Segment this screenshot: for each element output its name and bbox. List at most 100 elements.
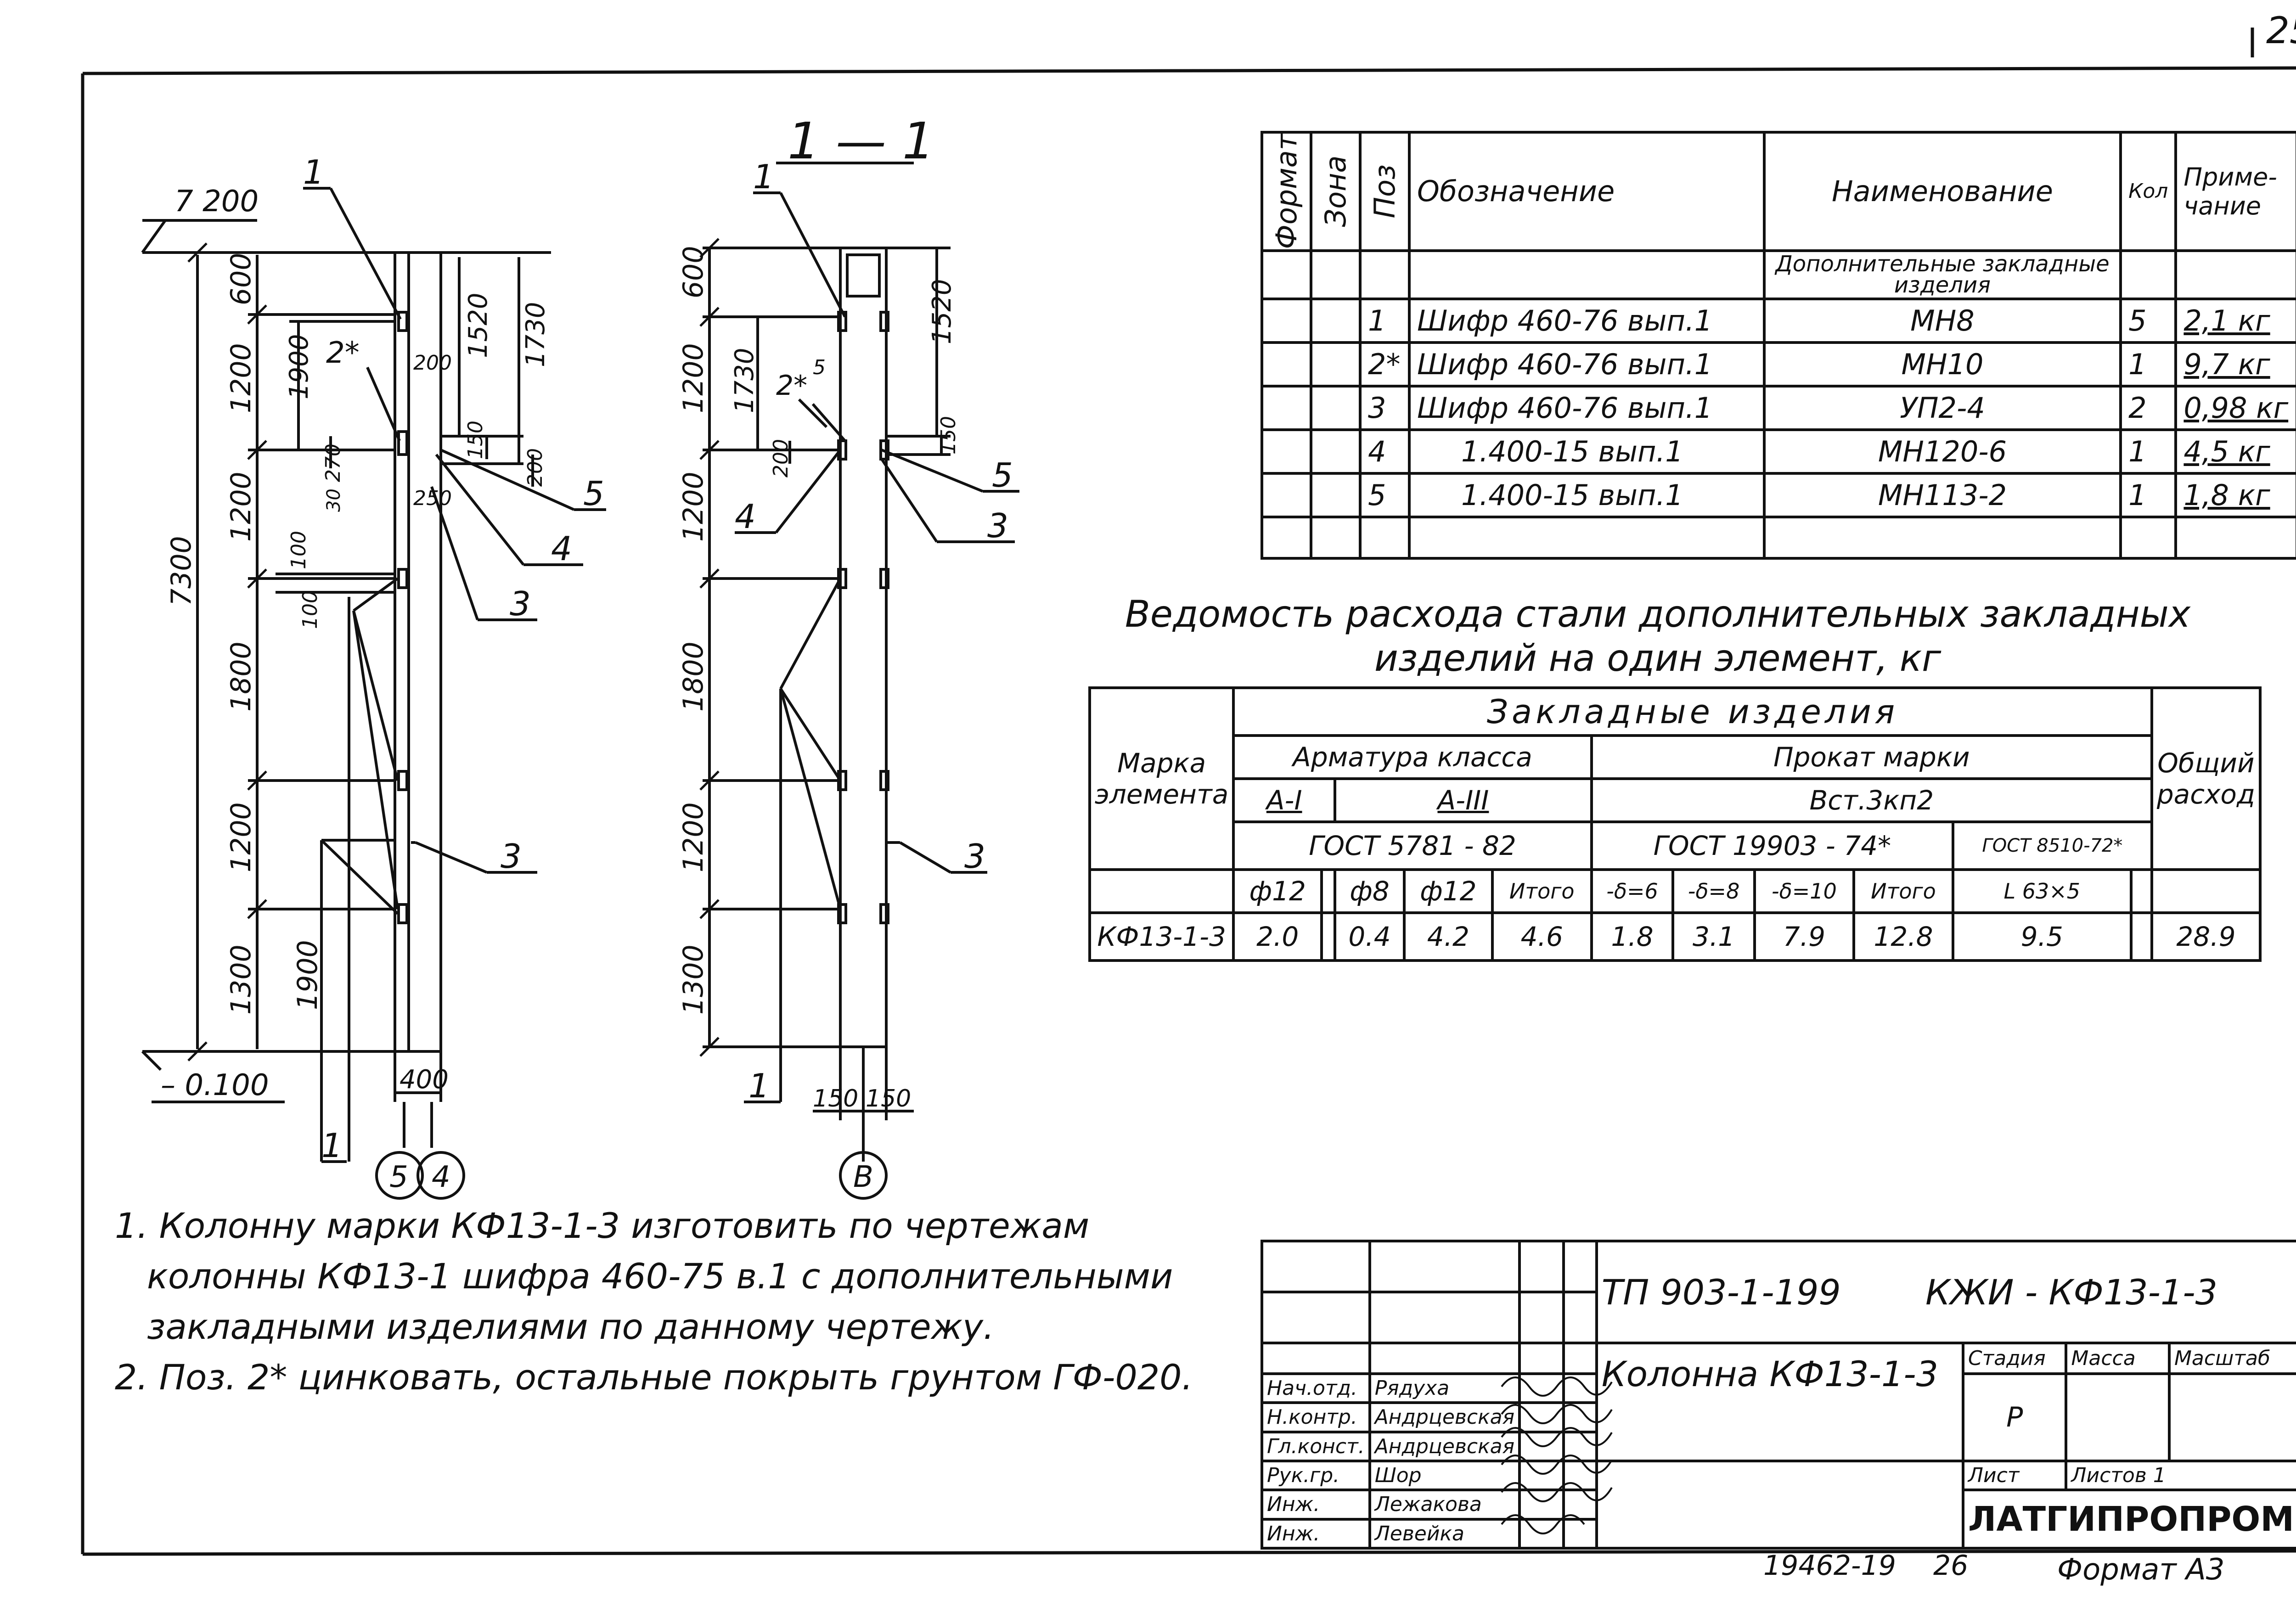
steel-row-mark: КФ13-1-3 xyxy=(1088,911,1235,962)
left-dim-200b: 200 xyxy=(523,448,547,487)
left-seg-1: 1200 xyxy=(225,343,257,413)
spec-table: Формат Зона Поз Обозначение Наименование… xyxy=(1261,131,2296,560)
stamp-stage: Р xyxy=(1961,1372,2068,1462)
steel-gost-rolled: ГОСТ 19903 - 74* xyxy=(1590,820,1954,871)
left-dim-270: 270 xyxy=(321,444,345,482)
stamp-role: Нач.отд. xyxy=(1261,1372,1371,1404)
stamp-person: Левейка xyxy=(1368,1517,1521,1550)
right-dim-5: 5 xyxy=(813,356,826,379)
right-seg-5: 1300 xyxy=(677,944,709,1015)
footer-inv: 19462-19 xyxy=(1763,1550,1896,1582)
left-dim-150: 150 xyxy=(464,421,487,459)
spec-header-zone: Зона xyxy=(1311,132,1360,251)
steel-col xyxy=(2129,868,2153,914)
steel-col: Итого xyxy=(1852,868,1954,914)
right-seg-1: 1200 xyxy=(677,343,709,413)
spec-header-format: Формат xyxy=(1262,132,1311,251)
callout-1-right: 1 xyxy=(753,157,774,196)
left-axis-4: 4 xyxy=(432,1160,450,1194)
notes: 1. Колонну марки КФ13-1-3 изготовить по … xyxy=(115,1201,1193,1403)
steel-row-value: 4.6 xyxy=(1491,911,1593,962)
steel-table: Марка элемента Закладные изделия Общий р… xyxy=(1088,686,2262,962)
spec-row-designation: 1.400-15 вып.1 xyxy=(1408,472,1766,518)
section-title: 1 — 1 xyxy=(788,112,934,170)
spec-row-pos: 4 xyxy=(1359,428,1411,475)
spec-header-designation: Обозначение xyxy=(1408,131,1766,252)
right-seg-0: 600 xyxy=(677,246,709,298)
left-seg-5: 1300 xyxy=(225,944,257,1015)
steel-row-value: 12.8 xyxy=(1852,911,1954,962)
callout-3-right: 3 xyxy=(987,506,1008,545)
stamp-person: Рядуха xyxy=(1368,1372,1521,1404)
stamp-project: ТП 903-1-199 xyxy=(1601,1271,1841,1313)
spec-row-pos: 1 xyxy=(1359,297,1411,344)
left-column-view xyxy=(141,187,606,1200)
left-seg-0: 600 xyxy=(225,253,257,305)
steel-row-value: 1.8 xyxy=(1590,911,1675,962)
right-dim-1520: 1520 xyxy=(927,279,957,344)
stamp-sheet-header: Лист xyxy=(1961,1459,2068,1492)
spec-row-pos: 5 xyxy=(1359,472,1411,518)
footer-num: 26 xyxy=(1933,1550,1968,1582)
spec-header-note: Приме- чание xyxy=(2174,131,2296,252)
left-seg-3: 1800 xyxy=(225,641,257,712)
spec-group-title: Дополнительные закладные изделия xyxy=(1762,249,2122,300)
stamp-role: Инж. xyxy=(1261,1489,1371,1521)
spec-row-designation: Шифр 460-76 вып.1 xyxy=(1408,297,1766,344)
steel-row-value xyxy=(1320,911,1337,962)
spec-header-pos: Поз xyxy=(1360,132,1409,251)
spec-row-pos: 2* xyxy=(1359,341,1411,388)
spec-row-pos: 3 xyxy=(1359,384,1411,431)
steel-mark-header: Марка элемента xyxy=(1088,686,1235,871)
steel-row-value: 3.1 xyxy=(1671,911,1756,962)
left-dim-100a: 100 xyxy=(287,531,310,569)
left-dim-100b: 100 xyxy=(298,590,322,629)
right-column-view xyxy=(699,162,1019,1200)
steel-gost-rebar: ГОСТ 5781 - 82 xyxy=(1232,820,1593,871)
left-dim-1730: 1730 xyxy=(521,302,551,367)
stamp-role: Гл.конст. xyxy=(1261,1430,1371,1462)
spec-header-qty: Кол xyxy=(2119,131,2178,252)
stamp-scale-header: Масштаб xyxy=(2167,1342,2296,1375)
spec-row-note: 2,1 кг xyxy=(2174,297,2296,344)
callout-5-right: 5 xyxy=(992,456,1013,494)
callout-4-left: 4 xyxy=(551,529,572,568)
callout-1-right-b: 1 xyxy=(748,1067,770,1105)
steel-row-value xyxy=(2129,911,2153,962)
steel-col: -δ=8 xyxy=(1671,868,1756,914)
steel-gost-angle: ГОСТ 8510-72* xyxy=(1951,820,2153,871)
right-axis-v: В xyxy=(853,1160,873,1194)
right-width-150b: 150 xyxy=(866,1085,911,1112)
footer-format: Формат А3 xyxy=(2057,1553,2225,1587)
left-width-dim: 400 xyxy=(400,1065,449,1095)
callout-1-left: 1 xyxy=(303,153,324,191)
callout-3-right-b: 3 xyxy=(964,837,985,876)
spec-row-name: МН8 xyxy=(1762,297,2122,344)
steel-col: -δ=6 xyxy=(1590,868,1675,914)
left-dim-200a: 200 xyxy=(413,351,452,375)
steel-products-header: Закладные изделия xyxy=(1232,686,2153,737)
steel-rolled-header: Прокат марки xyxy=(1590,734,2153,780)
spec-row-qty: 5 xyxy=(2119,297,2178,344)
spec-header-name: Наименование xyxy=(1762,131,2122,252)
steel-col xyxy=(1320,868,1337,914)
right-seg-4: 1200 xyxy=(677,802,709,872)
stamp-title: Колонна КФ13-1-3 xyxy=(1595,1342,1964,1462)
right-dim-1730: 1730 xyxy=(730,348,760,413)
right-seg-2: 1200 xyxy=(677,472,709,542)
callout-5-left: 5 xyxy=(583,474,604,513)
note-line: 1. Колонну марки КФ13-1-3 изготовить по … xyxy=(115,1205,1090,1246)
note-line: 2. Поз. 2* цинковать, остальные покрыть … xyxy=(115,1357,1193,1398)
title-block: ТП 903-1-199 КЖИ - КФ13-1-3 Колонна КФ13… xyxy=(1261,1239,2296,1550)
spec-row-qty: 1 xyxy=(2119,428,2178,475)
spec-row-note: 0,98 кг xyxy=(2174,384,2296,431)
spec-row-qty: 1 xyxy=(2119,472,2178,518)
stamp-code: КЖИ - КФ13-1-3 xyxy=(1925,1271,2218,1313)
left-dim-250: 250 xyxy=(413,487,452,510)
spec-row-designation: Шифр 460-76 вып.1 xyxy=(1408,384,1766,431)
spec-row-qty: 1 xyxy=(2119,341,2178,388)
note-line: закладными изделиями по данному чертежу. xyxy=(147,1306,995,1347)
left-dim-1900-bottom: 1900 xyxy=(292,940,324,1010)
spec-row-name: МН113-2 xyxy=(1762,472,2122,518)
elevation-top: 7 200 xyxy=(174,185,259,219)
